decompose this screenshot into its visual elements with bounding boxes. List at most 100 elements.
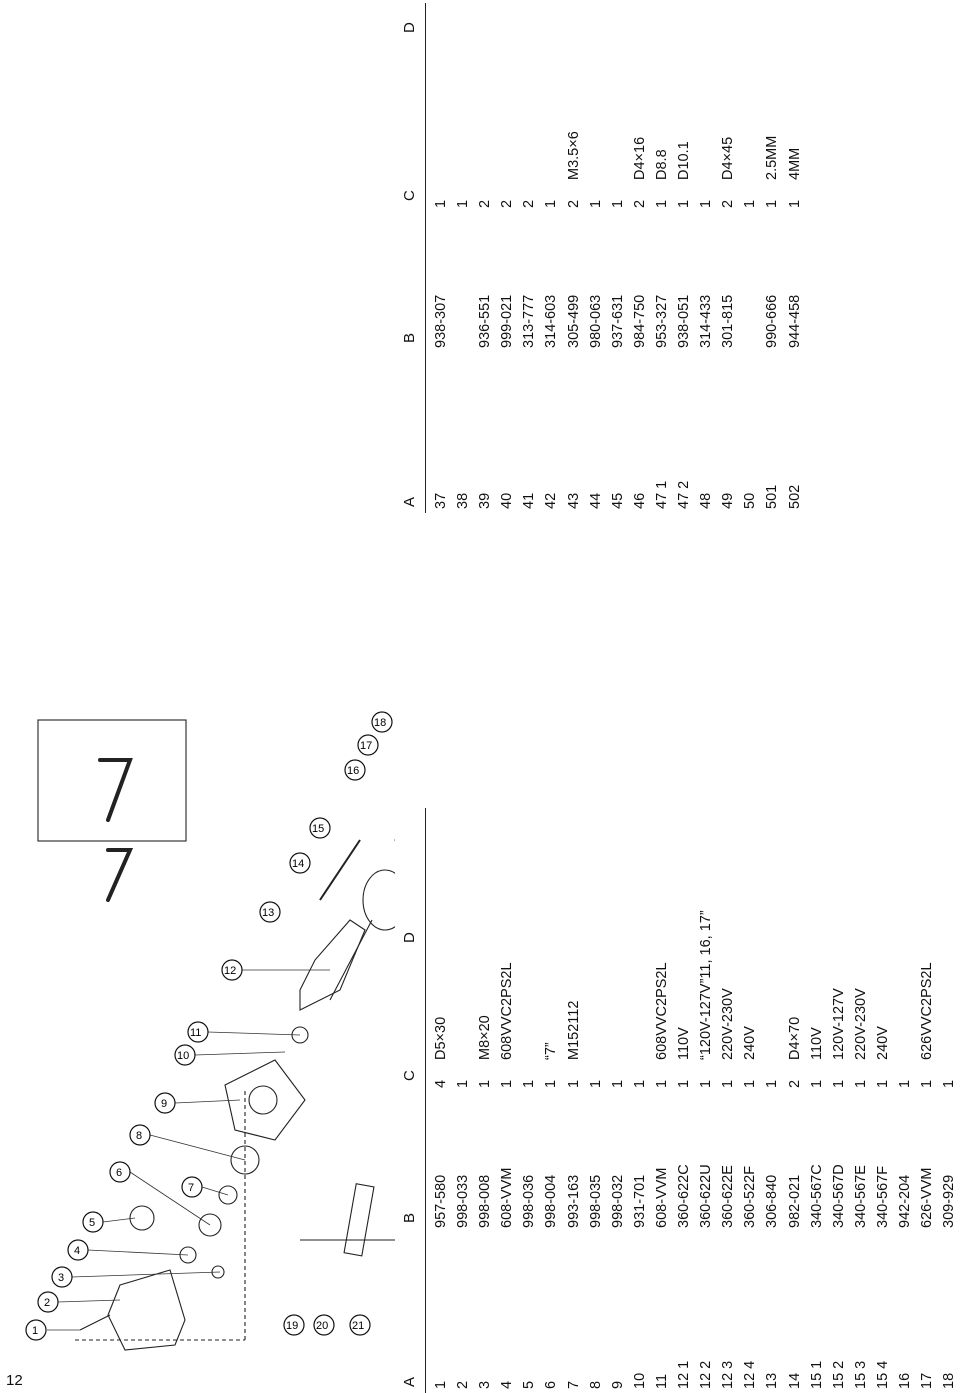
spec: D8.8 [653, 149, 670, 180]
spec: 626VVC2PS2L [919, 962, 936, 1060]
part-number: 4 [499, 1380, 516, 1389]
order-number: 944-458 [786, 294, 803, 348]
part-number: 3 [477, 1380, 494, 1389]
part-number: 44 [587, 492, 604, 509]
quantity: 1 [543, 199, 560, 208]
order-number: 942-204 [896, 1174, 913, 1228]
callout-18: 18 [371, 711, 393, 733]
hex-wrench-502 [98, 758, 133, 822]
svg-text:11: 11 [190, 1027, 201, 1039]
table-row: 42 314-603 1 [541, 0, 563, 513]
callout-21: 21 [349, 1314, 371, 1336]
spec: 110V [676, 1027, 693, 1060]
part-number: 15 3 [852, 1360, 869, 1389]
quantity: 2 [477, 199, 494, 208]
quantity: 1 [455, 199, 472, 208]
spec: 240V [742, 1026, 759, 1060]
callout-2: 2 [37, 1291, 59, 1313]
order-number: 301-815 [720, 294, 737, 348]
order-number: 999-021 [499, 294, 516, 348]
quantity: 1 [874, 1079, 891, 1088]
part-callouts: 1 2 3 4 5 6 7 8 9 10 11 12 13 14 15 16 1… [25, 711, 393, 1341]
part-number: 15 4 [874, 1360, 891, 1389]
quantity: 1 [455, 1079, 472, 1088]
spec: M3.5×6 [565, 131, 582, 180]
order-number: 998-008 [477, 1174, 494, 1228]
order-number: 340-567F [874, 1165, 891, 1228]
order-number: 360-522F [742, 1165, 759, 1228]
spec: M8×20 [477, 1015, 494, 1060]
callout-1: 1 [25, 1319, 47, 1341]
part-number: 41 [521, 492, 538, 509]
svg-text:10: 10 [177, 1050, 189, 1062]
order-number: 360-622C [676, 1164, 693, 1228]
quantity: 2 [521, 199, 538, 208]
order-number: 314-433 [698, 294, 715, 348]
order-number: 360-622E [720, 1165, 737, 1228]
part-number: 15 1 [808, 1360, 825, 1389]
part-number: 5 [521, 1380, 538, 1389]
callout-11: 11 [187, 1021, 209, 1043]
spec: 608VVC2PS2L [653, 962, 670, 1060]
callout-9: 9 [154, 1092, 176, 1114]
part-number: 42 [543, 492, 560, 509]
hex-wrench-501 [106, 848, 134, 902]
spindle-lock [343, 1183, 375, 1257]
callout-15: 15 [309, 817, 331, 839]
callout-6: 6 [109, 1161, 131, 1183]
header-a-right: A [401, 496, 418, 507]
part-number: 11 [653, 1373, 670, 1389]
header-rule-right [425, 3, 426, 513]
svg-text:19: 19 [286, 1320, 298, 1332]
header-d: D [401, 932, 418, 943]
svg-text:14: 14 [292, 858, 304, 870]
spec: “120V-127V”11, 16, 17” [698, 910, 715, 1060]
order-number: 314-603 [543, 294, 560, 348]
quantity: 1 [698, 1079, 715, 1088]
order-number: 938-307 [433, 294, 449, 348]
header-c: C [401, 1070, 418, 1081]
part-number: 37 [433, 492, 449, 509]
callout-4: 4 [67, 1239, 89, 1261]
spec: D5×30 [433, 1016, 449, 1060]
part-number: 501 [764, 484, 781, 509]
callout-20: 20 [313, 1314, 335, 1336]
part-number: 2 [455, 1380, 472, 1389]
part-number: 18 [941, 1372, 958, 1389]
part-number: 15 2 [830, 1360, 847, 1389]
svg-text:7: 7 [188, 1182, 194, 1194]
header-d-right: D [401, 22, 418, 33]
part-number: 48 [698, 492, 715, 509]
svg-text:2: 2 [44, 1297, 50, 1309]
spec: 220V-230V [852, 988, 869, 1060]
svg-text:5: 5 [89, 1217, 95, 1229]
quantity: 1 [653, 1079, 670, 1088]
svg-text:12: 12 [224, 965, 236, 977]
quantity: 1 [587, 1079, 604, 1088]
page-number: 12 [6, 1372, 23, 1389]
part-number: 7 [565, 1380, 582, 1389]
callout-8: 8 [129, 1124, 151, 1146]
spec: 110V [808, 1027, 825, 1060]
spec: 608VVC2PS2L [499, 962, 516, 1060]
order-number: 998-032 [609, 1174, 626, 1228]
svg-text:8: 8 [136, 1130, 142, 1142]
